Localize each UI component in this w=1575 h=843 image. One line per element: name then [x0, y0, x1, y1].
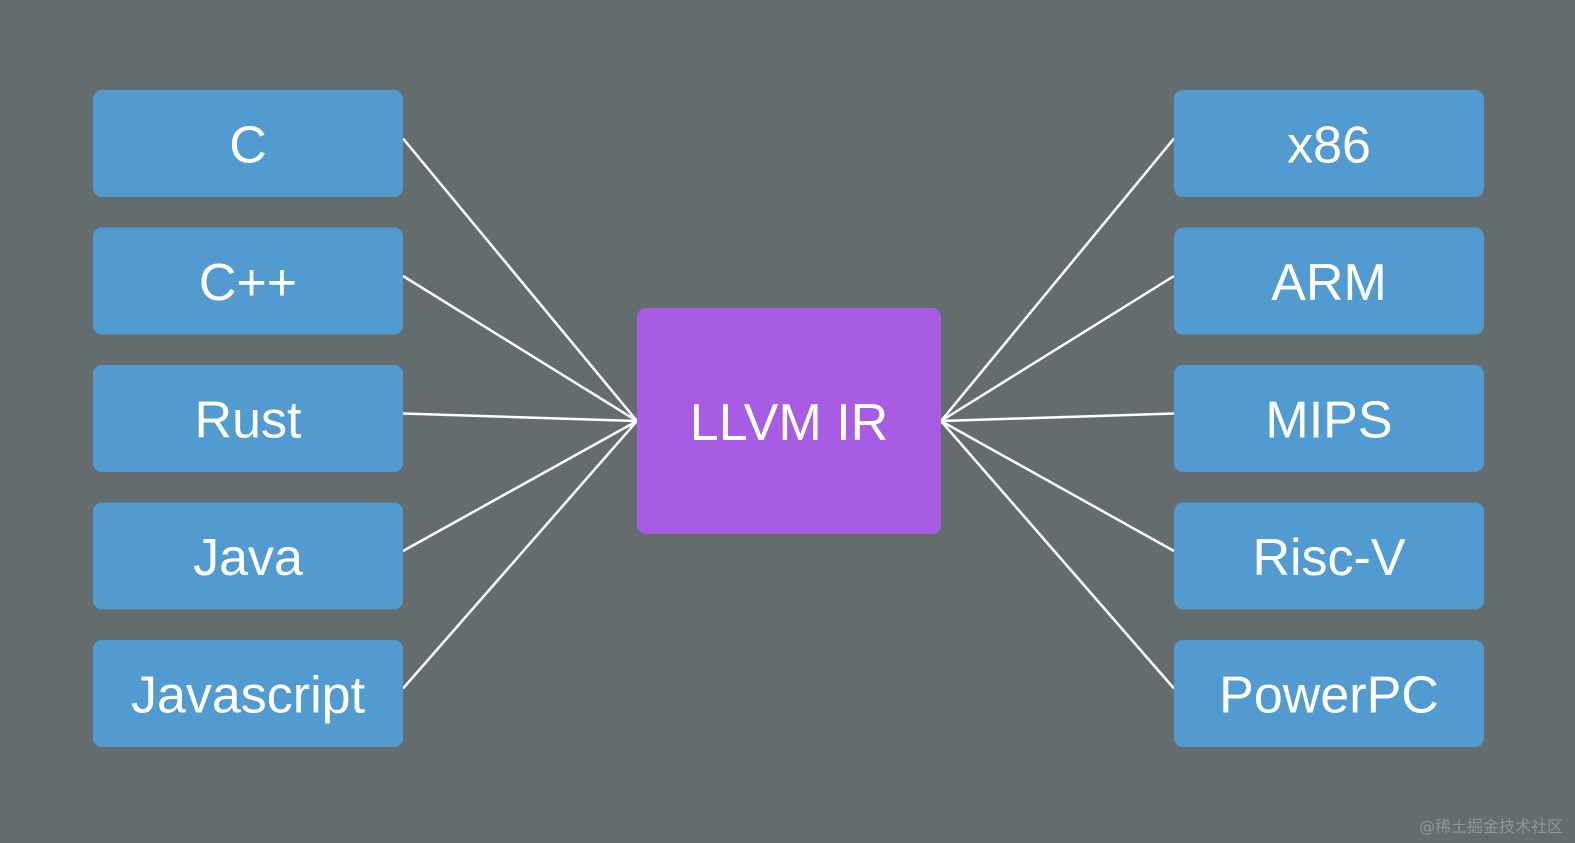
source-node-c-label: C	[229, 117, 267, 175]
target-node-x86-label: x86	[1287, 117, 1371, 175]
hub-node-llvm-ir-label: LLVM IR	[690, 394, 888, 452]
edge-llvm-ir-to-arm	[940, 274, 1175, 423]
source-node-javascript-box	[93, 640, 403, 747]
edge-javascript-to-llvm-ir	[402, 420, 638, 690]
target-node-arm-label: ARM	[1271, 254, 1387, 312]
target-node-mips: MIPS	[1174, 365, 1484, 472]
target-node-powerpc-label: PowerPC	[1219, 667, 1439, 725]
source-node-cplusplus-label: C++	[199, 254, 297, 312]
edge-rust-to-llvm-ir	[402, 412, 638, 423]
source-node-javascript: Javascript	[93, 640, 403, 747]
target-node-mips-box	[1174, 365, 1484, 472]
target-node-powerpc: PowerPC	[1174, 640, 1484, 747]
source-node-rust-label: Rust	[195, 392, 302, 450]
source-node-cplusplus-box	[93, 227, 403, 335]
source-node-c: C	[93, 90, 403, 197]
target-node-risc-v-label: Risc-V	[1252, 529, 1405, 587]
source-node-c-box	[93, 90, 403, 197]
target-node-mips-label: MIPS	[1265, 392, 1392, 450]
watermark: @稀土掘金技术社区	[1418, 817, 1563, 836]
edge-c-to-llvm-ir	[402, 137, 638, 422]
target-node-arm-box	[1174, 227, 1484, 335]
edge-cplusplus-to-llvm-ir	[402, 274, 638, 423]
target-node-risc-v: Risc-V	[1174, 502, 1484, 610]
edge-llvm-ir-to-risc-v	[940, 419, 1175, 553]
target-node-x86: x86	[1174, 90, 1484, 197]
target-node-powerpc-box	[1174, 640, 1484, 747]
hub-node-llvm-ir: LLVM IR	[637, 308, 941, 534]
source-node-javascript-label: Javascript	[131, 667, 366, 725]
edge-llvm-ir-to-powerpc	[940, 420, 1175, 690]
target-node-risc-v-box	[1174, 502, 1484, 610]
source-node-java-box	[93, 502, 403, 610]
target-node-arm: ARM	[1174, 227, 1484, 335]
edges	[402, 137, 1175, 690]
hub-node-llvm-ir-box	[637, 308, 941, 534]
target-node-x86-box	[1174, 90, 1484, 197]
edge-llvm-ir-to-mips	[940, 412, 1175, 423]
source-node-java-label: Java	[193, 529, 303, 587]
source-node-java: Java	[93, 502, 403, 610]
source-node-rust: Rust	[93, 365, 403, 472]
edge-java-to-llvm-ir	[402, 419, 638, 553]
edge-llvm-ir-to-x86	[940, 137, 1175, 422]
source-node-cplusplus: C++	[93, 227, 403, 335]
source-node-rust-box	[93, 365, 403, 472]
